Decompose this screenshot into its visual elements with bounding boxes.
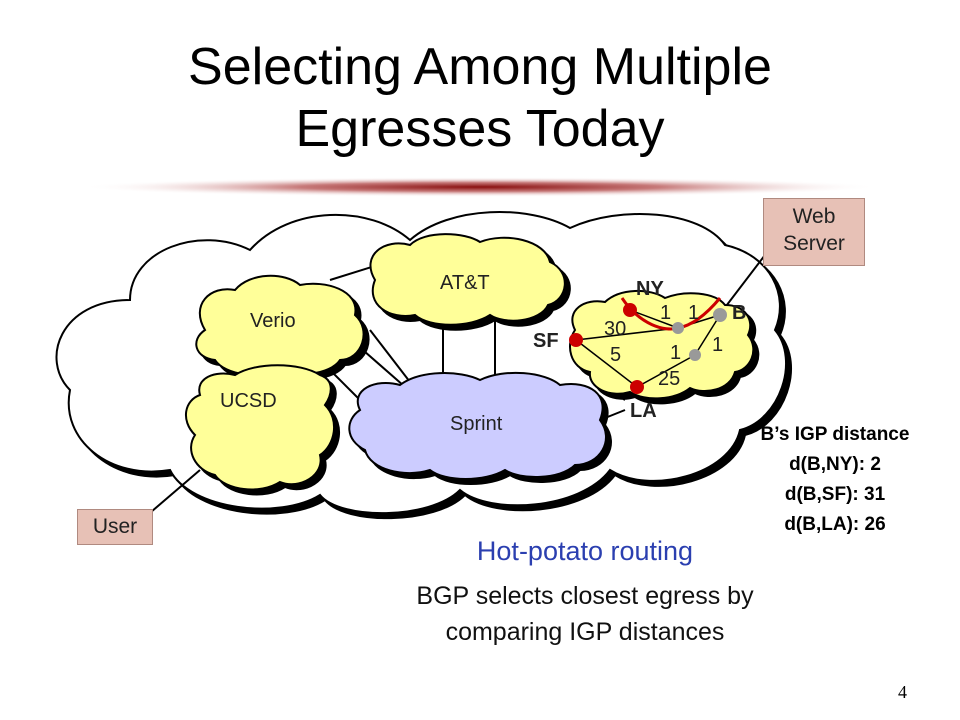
router-internal-1 [672, 322, 684, 334]
router-b [713, 308, 727, 322]
igp-heading: B’s IGP distance [760, 424, 910, 445]
router-ny [623, 303, 637, 317]
web-server-line-2: Server [783, 232, 845, 255]
router-sf [569, 333, 583, 347]
weight-sf-la: 5 [610, 344, 622, 366]
b-label: B [732, 302, 747, 324]
ny-label: NY [636, 278, 664, 300]
bgp-line-2: comparing IGP distances [445, 618, 725, 646]
sprint-cloud [348, 371, 607, 480]
igp-ny: d(B,NY): 2 [789, 454, 881, 475]
verio-cloud [195, 274, 365, 376]
hot-potato-heading: Hot-potato routing [476, 536, 694, 566]
title-line-2: Egresses Today [295, 100, 665, 158]
page-number: 4 [898, 682, 907, 702]
sf-label: SF [533, 330, 559, 352]
title-line-1: Selecting Among Multiple [188, 38, 772, 96]
weight-right: 1 [712, 334, 724, 356]
weight-ny-mid: 1 [660, 302, 672, 324]
att-label: AT&T [440, 272, 490, 294]
title-underline [80, 177, 880, 197]
igp-sf: d(B,SF): 31 [784, 484, 886, 505]
web-server-box: Web Server [763, 198, 865, 266]
router-internal-2 [689, 349, 701, 361]
sprint-label: Sprint [450, 413, 503, 435]
weight-vertical: 1 [670, 342, 682, 364]
weight-mid-b: 1 [688, 302, 700, 324]
user-box: User [77, 509, 153, 545]
bgp-line-1: BGP selects closest egress by [416, 582, 754, 610]
verio-label: Verio [250, 310, 296, 332]
igp-distances: B’s IGP distance d(B,NY): 2 d(B,SF): 31 … [730, 420, 940, 540]
slide-title: Selecting Among Multiple Egresses Today [0, 36, 960, 160]
bgp-explanation: BGP selects closest egress by comparing … [330, 578, 840, 650]
router-la [630, 380, 644, 394]
ucsd-label: UCSD [220, 390, 277, 412]
ucsd-cloud [185, 364, 336, 491]
att-cloud [369, 233, 566, 326]
weight-sf-mid: 30 [604, 318, 627, 340]
la-label: LA [630, 400, 657, 422]
weight-la: 25 [658, 368, 681, 390]
web-server-line-1: Web [792, 205, 836, 228]
igp-la: d(B,LA): 26 [784, 514, 886, 535]
